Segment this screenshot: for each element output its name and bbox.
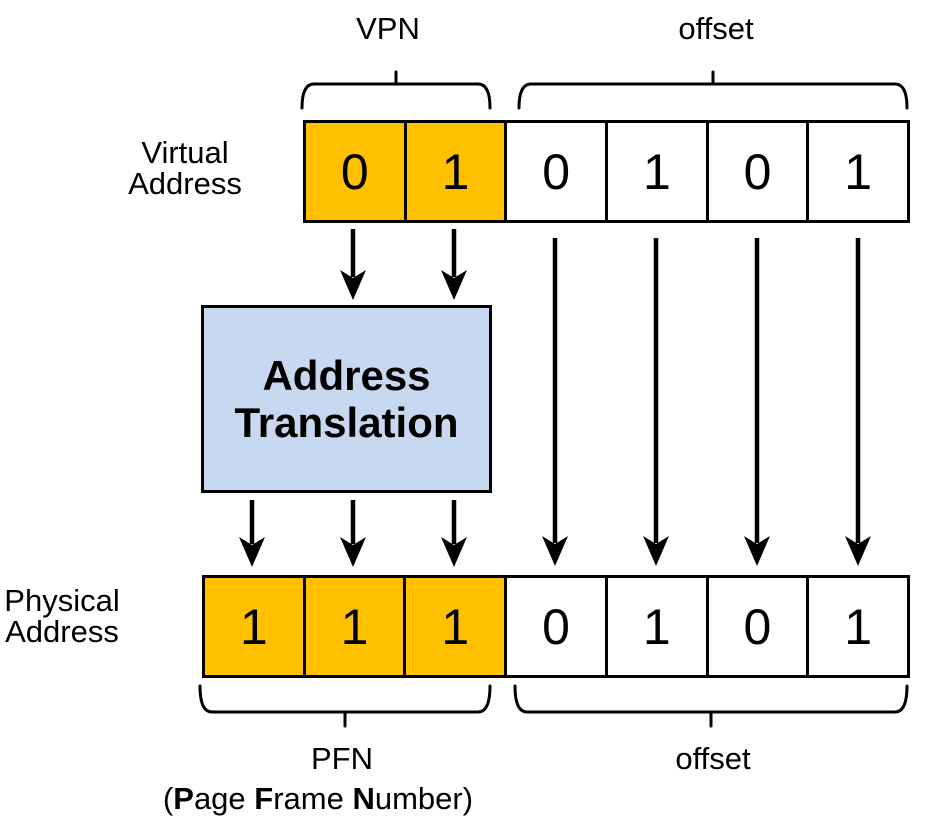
translation-output-arrow — [441, 500, 467, 567]
virtual-bit-cell-offset: 0 — [705, 123, 807, 220]
address-translation-box-line2: Translation — [234, 399, 459, 446]
address-translation-box-line1: Address — [262, 352, 431, 399]
physical-address-label: Physical Address — [4, 585, 119, 647]
virtual-address-label-line2: Address — [128, 166, 242, 201]
vpn-arrow — [340, 229, 366, 300]
offset-arrow — [643, 238, 669, 566]
translation-output-arrow — [239, 500, 265, 567]
physical-address-label-line1: Physical — [4, 583, 120, 618]
offset-top-brace — [517, 70, 909, 110]
pfn-expansion-page-rest: age — [193, 781, 255, 816]
pfn-expansion-n-bold: N — [352, 781, 375, 816]
pfn-expansion-p-bold: P — [173, 781, 194, 816]
pfn-brace — [198, 684, 492, 728]
virtual-bit-cell-vpn: 0 — [306, 123, 404, 220]
physical-bit-cell-offset: 1 — [604, 578, 706, 675]
pfn-expansion-open-paren: ( — [162, 781, 174, 816]
physical-bit-cell-offset: 1 — [806, 578, 908, 675]
pfn-expansion-label: (Page Frame Number) — [163, 782, 473, 816]
address-translation-box: Address Translation — [201, 305, 492, 493]
physical-bit-cell-pfn: 1 — [302, 578, 404, 675]
physical-bit-cell-offset: 0 — [705, 578, 807, 675]
offset-bottom-brace — [513, 684, 909, 728]
virtual-address-label-line1: Virtual — [141, 135, 229, 170]
translation-output-arrow — [340, 500, 366, 567]
vpn-label: VPN — [356, 11, 420, 46]
virtual-address-row: 0 1 0 1 0 1 — [303, 120, 910, 223]
physical-bit-cell-offset: 0 — [504, 578, 605, 675]
physical-address-row: 1 1 1 0 1 0 1 — [202, 575, 910, 678]
virtual-bit-cell-vpn: 1 — [403, 123, 505, 220]
virtual-bit-cell-offset: 0 — [504, 123, 606, 220]
vpn-arrow — [441, 229, 467, 300]
pfn-label: PFN — [311, 741, 373, 776]
pfn-expansion-frame-rest: rame — [273, 781, 353, 816]
physical-bit-cell-pfn: 1 — [205, 578, 303, 675]
physical-address-label-line2: Address — [5, 614, 119, 649]
pfn-expansion-f-bold: F — [254, 781, 274, 816]
virtual-bit-cell-offset: 1 — [605, 123, 706, 220]
physical-bit-cell-pfn: 1 — [403, 578, 505, 675]
offset-arrow — [542, 238, 568, 566]
pfn-expansion-number-rest: umber) — [374, 781, 474, 816]
virtual-offset-label: offset — [678, 11, 754, 46]
physical-offset-label: offset — [675, 741, 751, 776]
vpn-brace — [300, 70, 492, 110]
virtual-address-label: Virtual Address — [128, 137, 242, 199]
virtual-bit-cell-offset: 1 — [806, 123, 908, 220]
offset-arrow — [845, 238, 871, 566]
offset-arrow — [744, 238, 770, 566]
